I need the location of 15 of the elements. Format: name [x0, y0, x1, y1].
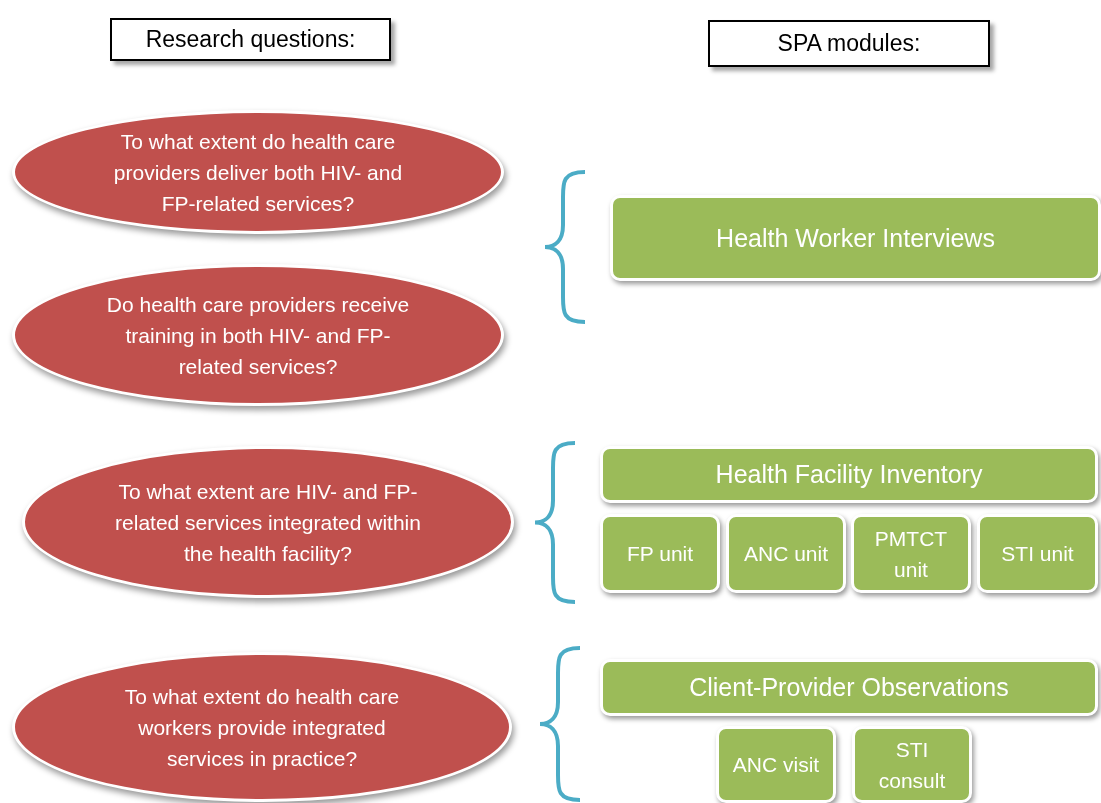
- question-ellipse: To what extent do health care providers deliver both HIV- and FP-related services?: [12, 110, 504, 234]
- heading-box: SPA modules:: [708, 20, 990, 67]
- question-ellipse: To what extent do health care workers provide integrated services in practice?: [12, 652, 512, 802]
- unit-box: STI unit: [977, 514, 1098, 593]
- unit-box: STI consult: [852, 726, 972, 803]
- question-ellipse: To what extent are HIV- and FP-related services integrated within the health facility?: [22, 446, 514, 598]
- unit-box: FP unit: [600, 514, 720, 593]
- module-box: Health Facility Inventory: [600, 446, 1098, 503]
- unit-box: PMTCT unit: [851, 514, 971, 593]
- question-ellipse: Do health care providers receive training in both HIV- and FP-related services?: [12, 264, 504, 406]
- heading-box: Research questions:: [110, 18, 391, 61]
- unit-box: ANC unit: [726, 514, 846, 593]
- unit-box: ANC visit: [716, 726, 836, 803]
- module-box: Client-Provider Observations: [600, 659, 1098, 716]
- module-box: Health Worker Interviews: [610, 195, 1101, 281]
